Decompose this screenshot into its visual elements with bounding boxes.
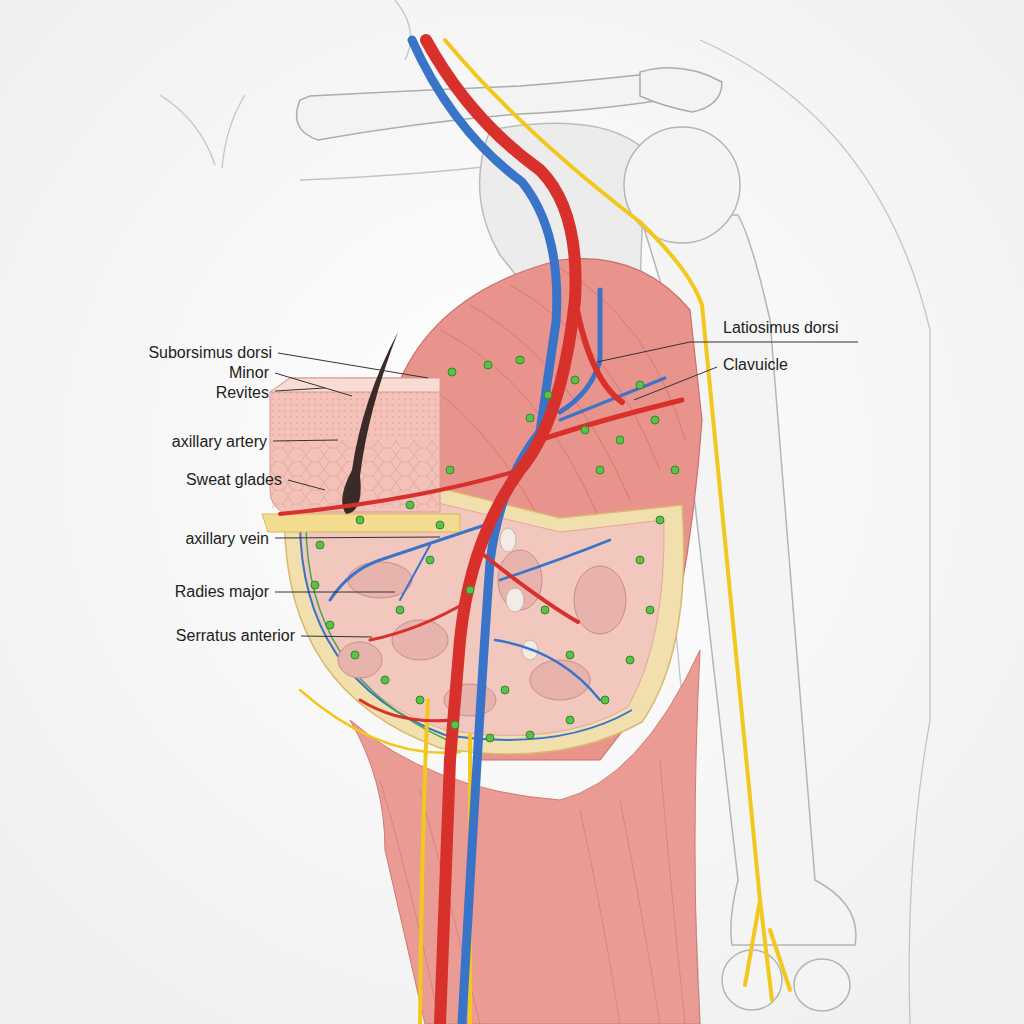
body-outline xyxy=(160,0,930,1024)
lymph-node xyxy=(626,656,634,664)
part-label: Sweat glades xyxy=(185,470,283,489)
lymph-node xyxy=(671,466,679,474)
nerve xyxy=(300,40,790,1024)
lymph-node xyxy=(446,466,454,474)
lymph-node xyxy=(448,368,456,376)
lymph-node xyxy=(541,606,549,614)
lymph-node xyxy=(646,606,654,614)
lymph-node xyxy=(636,556,644,564)
part-label: Clavuicle xyxy=(722,355,789,374)
part-label: axillary vein xyxy=(184,529,270,548)
lymph-node xyxy=(396,606,404,614)
lymph-node xyxy=(351,651,359,659)
lymph-node xyxy=(436,521,444,529)
lymph-node xyxy=(616,436,624,444)
artery xyxy=(280,40,682,1024)
lymph-node xyxy=(601,696,609,704)
lymph-node xyxy=(596,466,604,474)
lymph-node xyxy=(656,516,664,524)
lymph-node xyxy=(571,376,579,384)
lymph-node xyxy=(486,734,494,742)
lymph-node xyxy=(566,651,574,659)
part-label: axillary artery xyxy=(171,432,268,451)
lymph-node xyxy=(466,586,474,594)
lymph-node xyxy=(544,391,552,399)
part-label: Latiosimus dorsi xyxy=(722,318,840,337)
vein xyxy=(330,40,665,1024)
lymph-node xyxy=(566,716,574,724)
lymph-node xyxy=(636,381,644,389)
lymph-node xyxy=(381,676,389,684)
lymph-node xyxy=(451,721,459,729)
leader-lines xyxy=(273,342,858,637)
part-label: Radies major xyxy=(174,582,270,601)
lymph-node xyxy=(516,356,524,364)
lymph-node xyxy=(484,361,492,369)
lymph-node xyxy=(356,516,364,524)
part-label: Minor xyxy=(228,363,270,382)
lymph-node xyxy=(326,621,334,629)
part-label: Serratus anterior xyxy=(175,626,296,645)
lymph-node xyxy=(316,541,324,549)
lymph-node xyxy=(416,696,424,704)
lymph-node xyxy=(406,501,414,509)
lymph-nodes xyxy=(311,356,679,742)
lymph-node xyxy=(311,581,319,589)
lymph-node xyxy=(426,556,434,564)
part-label: Suborsimus dorsi xyxy=(147,343,273,362)
part-label: Revites xyxy=(215,383,270,402)
clavicle-bone xyxy=(297,68,722,140)
lymph-node xyxy=(526,414,534,422)
lymph-node xyxy=(651,416,659,424)
hair-follicle xyxy=(342,332,398,514)
lymph-node xyxy=(581,426,589,434)
lymph-node xyxy=(501,686,509,694)
lymph-node xyxy=(526,731,534,739)
